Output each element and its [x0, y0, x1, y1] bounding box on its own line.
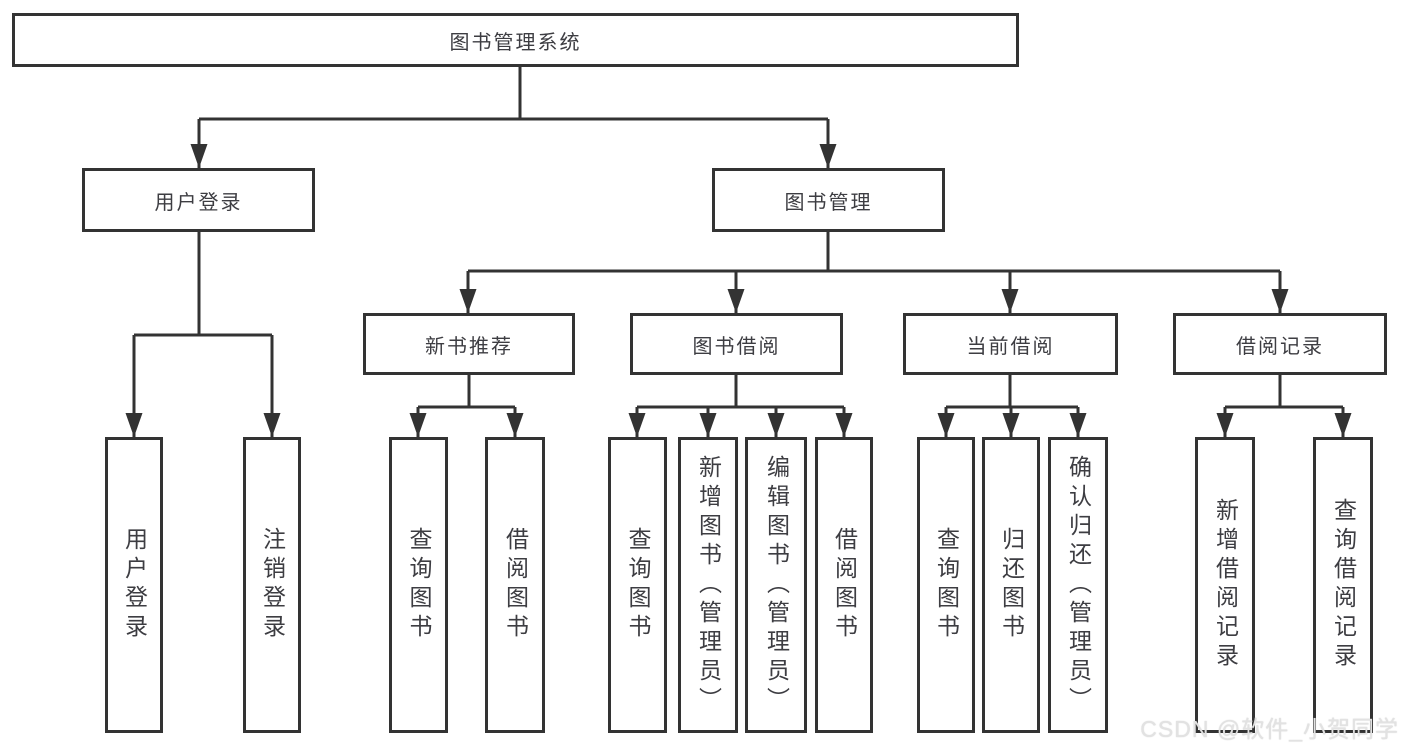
leaf-label: 借阅图书 [502, 527, 529, 643]
leaf-user-login: 用户登录 [105, 437, 163, 733]
node-book-management: 图书管理 [712, 168, 945, 232]
leaf-borrow-books-borrow: 借阅图书 [815, 437, 873, 733]
leaf-label: 编辑图书（管理员） [763, 454, 790, 716]
leaf-add-book-admin: 新增图书（管理员） [678, 437, 738, 733]
leaf-edit-book-admin: 编辑图书（管理员） [745, 437, 807, 733]
leaf-borrow-books-recommend: 借阅图书 [485, 437, 545, 733]
connector-segments [134, 67, 1343, 409]
leaf-label: 查询图书 [406, 527, 432, 643]
leaf-label: 注销登录 [259, 527, 286, 643]
leaf-label: 查询图书 [933, 527, 960, 643]
leaf-query-books-borrow: 查询图书 [608, 437, 667, 733]
node-borrow-records: 借阅记录 [1173, 313, 1387, 375]
leaf-logout: 注销登录 [243, 437, 301, 733]
leaf-label: 查询图书 [625, 527, 651, 643]
node-current-borrow: 当前借阅 [903, 313, 1118, 375]
leaf-add-borrow-record: 新增借阅记录 [1195, 437, 1255, 733]
leaf-label: 新增图书（管理员） [695, 454, 722, 716]
leaf-query-books-recommend: 查询图书 [389, 437, 448, 733]
node-user-login: 用户登录 [82, 168, 315, 232]
leaf-return-books: 归还图书 [982, 437, 1040, 733]
leaf-label: 新增借阅记录 [1212, 498, 1239, 672]
node-library-system: 图书管理系统 [12, 13, 1019, 67]
leaf-query-books-current: 查询图书 [917, 437, 975, 733]
node-book-borrow: 图书借阅 [630, 313, 843, 375]
leaf-label: 用户登录 [121, 527, 148, 643]
leaf-label: 归还图书 [998, 527, 1025, 643]
leaf-label: 借阅图书 [831, 527, 858, 643]
node-new-book-recommend: 新书推荐 [363, 313, 575, 375]
leaf-label: 查询借阅记录 [1330, 498, 1357, 672]
leaf-label: 确认归还（管理员） [1065, 454, 1092, 716]
leaf-confirm-return-admin: 确认归还（管理员） [1048, 437, 1108, 733]
leaf-query-borrow-record: 查询借阅记录 [1313, 437, 1373, 733]
